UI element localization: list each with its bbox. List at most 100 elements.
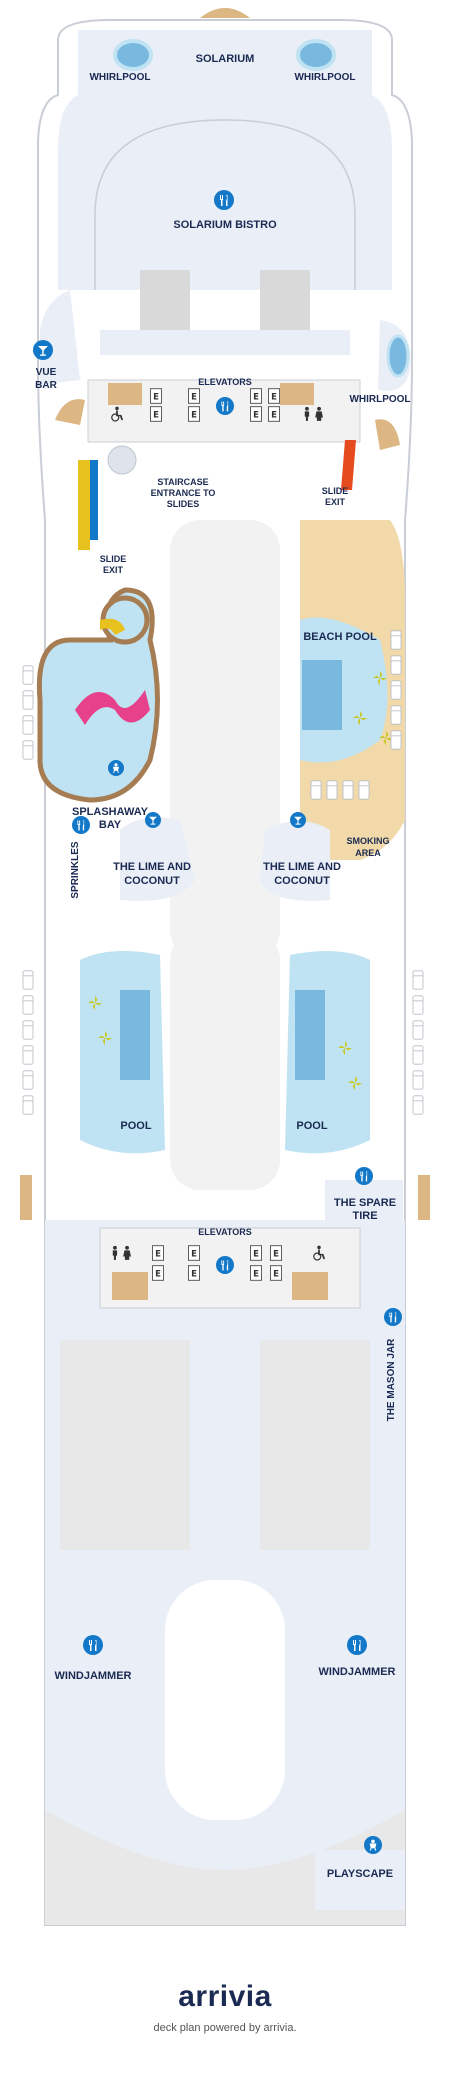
label-sprinkles: SPRINKLES	[70, 841, 81, 899]
label-windjammer-left: WINDJAMMER	[55, 1670, 132, 1682]
lounger	[22, 995, 34, 1015]
label-staircase-3: SLIDES	[167, 499, 200, 509]
lounger	[412, 1045, 424, 1065]
stairs-fwd-left	[108, 383, 142, 405]
elevator-icon	[270, 1245, 282, 1261]
label-splashaway-2: BAY	[99, 819, 122, 831]
stairs-aft-left-cover	[112, 1272, 148, 1300]
lounger	[22, 665, 34, 685]
elevator-icon	[188, 388, 200, 404]
label-elevators-fwd: ELEVATORS	[198, 377, 252, 387]
spare-tire-area	[325, 1180, 403, 1225]
label-spare-tire-2: TIRE	[352, 1210, 377, 1222]
stairs-aft-right-cover	[292, 1272, 328, 1300]
whirlpool-left-water	[113, 39, 153, 71]
dining-icon	[72, 816, 90, 834]
slide-left-2	[90, 460, 98, 540]
dining-icon	[214, 190, 234, 210]
lounger	[22, 1070, 34, 1090]
label-lime-right-2: COCONUT	[274, 875, 330, 887]
solarium-dome-arc	[94, 119, 356, 290]
label-smoking-1: SMOKING	[346, 836, 389, 846]
pool-right-basin	[295, 990, 325, 1080]
lounger	[22, 690, 34, 710]
dining-icon	[384, 1308, 402, 1326]
elevator-icon	[268, 406, 280, 422]
bar-icon	[290, 812, 306, 828]
lime-coconut-left	[120, 817, 195, 901]
label-slide-exit-left-2: EXIT	[103, 565, 124, 575]
windjammer-service-right	[260, 1340, 380, 1550]
label-pool-left: POOL	[120, 1120, 151, 1132]
playscape-area	[315, 1850, 405, 1910]
label-smoking-2: AREA	[355, 848, 381, 858]
elevator-icon	[188, 1245, 200, 1261]
solarium-lower-band	[100, 330, 350, 355]
mason-jar-area	[370, 1320, 405, 1550]
solarium-area	[58, 30, 392, 290]
whirlpool-mid-water	[386, 334, 410, 378]
windjammer-central-void	[165, 1580, 285, 1820]
label-slide-exit-right-1: SLIDE	[322, 486, 349, 496]
lounger	[342, 780, 354, 800]
label-lime-left-2: COCONUT	[124, 875, 180, 887]
solarium-bow-tan	[200, 8, 250, 18]
kids-icon	[108, 760, 124, 776]
dining-icon	[347, 1635, 367, 1655]
solarium-service-left	[140, 270, 190, 340]
elevator-icon	[152, 1245, 164, 1261]
lounger	[22, 715, 34, 735]
windjammer-service-left	[60, 1340, 190, 1550]
stairs-curve-right	[375, 419, 400, 450]
slide-left	[78, 460, 90, 550]
lounger	[310, 780, 322, 800]
deck-plan-map: E	[20, 8, 430, 1926]
elevator-icon	[152, 1265, 164, 1281]
label-elevators-aft: ELEVATORS	[198, 1227, 252, 1237]
lounger	[412, 970, 424, 990]
label-playscape: PLAYSCAPE	[327, 1868, 393, 1880]
splashaway-slide-yellow	[100, 618, 125, 635]
footer-tagline: deck plan powered by arrivia.	[153, 2022, 297, 2034]
stairs-curve-left	[55, 399, 85, 425]
dining-icon	[216, 1256, 234, 1274]
lounger	[412, 1095, 424, 1115]
lounger	[326, 780, 338, 800]
label-pool-right: POOL	[296, 1120, 327, 1132]
lounger	[22, 1020, 34, 1040]
brand-logo: arrivia	[178, 1980, 272, 2013]
lime-coconut-right	[260, 821, 330, 901]
atrium-fwd	[170, 520, 280, 960]
label-vue-bar-2: BAR	[35, 380, 57, 391]
dining-icon	[216, 397, 234, 415]
lounger	[22, 970, 34, 990]
label-whirlpool-right: WHIRLPOOL	[294, 72, 355, 83]
slide-right	[341, 440, 356, 490]
label-slide-exit-right-2: EXIT	[325, 497, 346, 507]
lounger	[390, 705, 402, 725]
label-vue-bar-1: VUE	[36, 367, 57, 378]
label-splashaway-1: SPLASHAWAY	[72, 806, 149, 818]
vue-bar-area	[40, 290, 80, 385]
label-mason-jar: THE MASON JAR	[386, 1338, 397, 1422]
label-staircase-2: ENTRANCE TO	[151, 488, 216, 498]
atrium-mid	[170, 930, 280, 1190]
staircase-slides	[107, 445, 137, 475]
label-solarium-bistro: SOLARIUM BISTRO	[173, 219, 277, 231]
lounger	[22, 1095, 34, 1115]
elevator-icon	[250, 406, 262, 422]
lounger	[390, 730, 402, 750]
lounger	[22, 740, 34, 760]
stairs-side-left	[20, 1175, 32, 1220]
label-beach-pool: BEACH POOL	[303, 631, 377, 643]
elevator-icon	[250, 1245, 262, 1261]
elevator-icon	[268, 388, 280, 404]
lounger	[22, 1045, 34, 1065]
label-lime-left-1: THE LIME AND	[113, 861, 191, 873]
label-staircase-1: STAIRCASE	[157, 477, 208, 487]
label-spare-tire-1: THE SPARE	[334, 1197, 396, 1209]
lounger	[412, 1020, 424, 1040]
label-windjammer-right: WINDJAMMER	[319, 1666, 396, 1678]
label-lime-right-1: THE LIME AND	[263, 861, 341, 873]
splashaway-slide-pink	[75, 690, 150, 725]
